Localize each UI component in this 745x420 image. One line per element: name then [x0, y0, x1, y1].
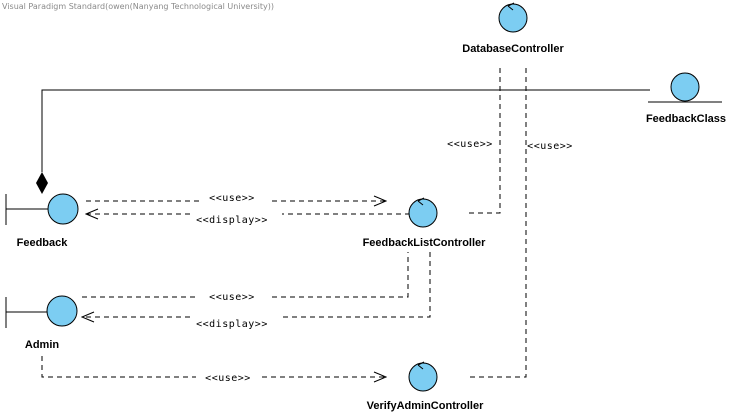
- control-circle-icon: [408, 362, 438, 392]
- database-controller-node[interactable]: DatabaseController: [462, 2, 564, 55]
- feedback-display-label: <<display>>: [196, 215, 268, 226]
- control-arrow-icon: [417, 361, 425, 370]
- control-arrow-icon: [417, 197, 425, 206]
- db-verify-use-label: <<use>>: [527, 141, 573, 152]
- feedback-list-controller-label: FeedbackListController: [363, 237, 487, 249]
- verify-admin-controller-label: VerifyAdminController: [367, 400, 484, 412]
- feedback-class-node[interactable]: FeedbackClass: [646, 72, 726, 125]
- composition-line[interactable]: [41, 89, 650, 172]
- boundary-circle-icon: [46, 295, 78, 327]
- db-to-list-dependency[interactable]: [466, 68, 501, 214]
- admin-use-dependency[interactable]: [82, 252, 409, 298]
- control-arrow-icon: [507, 2, 515, 11]
- admin-display-label: <<display>>: [196, 319, 268, 330]
- admin-label: Admin: [25, 339, 60, 351]
- db-list-use-label: <<use>>: [447, 139, 493, 150]
- admin-verify-use-label: <<use>>: [205, 373, 251, 384]
- db-to-verify-dependency[interactable]: [466, 68, 527, 378]
- feedback-use-label: <<use>>: [209, 193, 255, 204]
- admin-verify-dependency[interactable]: [41, 356, 386, 377]
- admin-boundary-node[interactable]: Admin: [5, 295, 78, 351]
- feedback-list-controller-node[interactable]: FeedbackListController: [363, 197, 487, 249]
- feedback-class-label: FeedbackClass: [646, 113, 726, 125]
- composition-diamond-icon: [36, 172, 48, 194]
- database-controller-label: DatabaseController: [462, 43, 564, 55]
- control-circle-icon: [498, 3, 528, 33]
- feedback-label: Feedback: [17, 237, 69, 249]
- verify-admin-controller-node[interactable]: VerifyAdminController: [367, 361, 484, 412]
- admin-use-label: <<use>>: [209, 292, 255, 303]
- control-circle-icon: [408, 198, 438, 228]
- watermark-text: Visual Paradigm Standard(owen(Nanyang Te…: [2, 2, 275, 11]
- entity-circle-icon: [670, 72, 700, 102]
- admin-display-dependency[interactable]: [82, 252, 431, 317]
- boundary-circle-icon: [47, 193, 79, 225]
- feedback-boundary-node[interactable]: Feedback: [5, 193, 79, 249]
